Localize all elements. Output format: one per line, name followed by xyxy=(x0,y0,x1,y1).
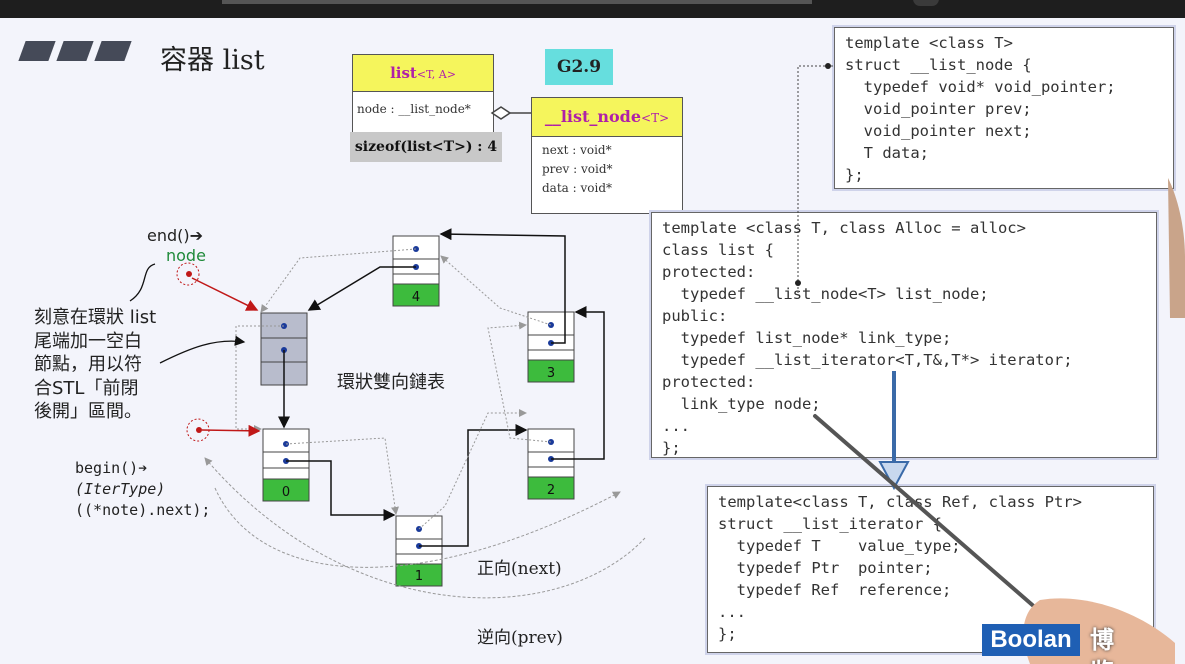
code-connector xyxy=(797,65,834,293)
code-list-node: template <class T> struct __list_node { t… xyxy=(834,27,1174,189)
annotation-line: 刻意在環狀 list xyxy=(34,307,157,328)
annotation-text: 刻意在環狀 list 尾端加一空白 節點，用以符 合STL「前閉 後開」區間。 xyxy=(34,306,156,424)
video-control-knob[interactable] xyxy=(913,0,939,6)
next-pointer xyxy=(286,460,396,521)
code-line: public: xyxy=(662,307,728,325)
uml-list-class: list<T, A> node : __list_node* xyxy=(352,54,494,146)
code-line: }; xyxy=(662,439,681,457)
next-pointer xyxy=(419,424,528,547)
presenter-pointer xyxy=(813,414,1047,618)
code-line: typedef T value_type; xyxy=(718,537,961,555)
code-line: struct __list_iterator { xyxy=(718,515,942,533)
code-line: typedef __list_node<T> list_node; xyxy=(662,285,989,303)
begin-node-pointer xyxy=(201,424,261,437)
node-label: node xyxy=(166,246,206,265)
next-pointer xyxy=(307,266,416,311)
code-line: }; xyxy=(845,166,864,184)
node-number: 3 xyxy=(547,366,555,381)
next-pointer xyxy=(439,228,566,344)
begin-line: begin()➔ xyxy=(75,459,148,477)
forward-label: 正向(next) xyxy=(477,559,562,579)
slide: 容器 list list<T, A> node : __list_node* s… xyxy=(0,18,1185,664)
list-node-0: 0 xyxy=(262,428,310,502)
brand-zh: 博览 xyxy=(1090,626,1114,664)
code-line: template <class T, class Alloc = alloc> xyxy=(662,219,1026,237)
node-number: 2 xyxy=(547,483,555,498)
version-badge: G2.9 xyxy=(545,49,613,85)
next-pointer xyxy=(551,306,605,460)
code-line: protected: xyxy=(662,373,756,391)
uml-node-member: prev : void* xyxy=(542,162,613,176)
prev-pointer xyxy=(487,321,552,443)
node-number: 1 xyxy=(415,569,423,584)
begin-line: ((*note).next); xyxy=(75,501,211,519)
begin-label: begin()➔ (IterType) ((*note).next); xyxy=(75,458,210,521)
code-line: }; xyxy=(718,625,737,643)
code-line: typedef Ptr pointer; xyxy=(718,559,933,577)
annotation-line: 節點，用以符 xyxy=(34,354,142,375)
uml-node-template: <T> xyxy=(641,111,670,125)
code-line: class list { xyxy=(662,241,774,259)
annotation-line: 後開」區間。 xyxy=(34,401,142,422)
annotation-line: 尾端加一空白 xyxy=(34,330,142,352)
video-top-bar xyxy=(0,0,1185,18)
uml-node-class: __list_node<T> next : void* prev : void*… xyxy=(531,97,683,214)
uml-list-name: list xyxy=(390,64,417,82)
prev-pointer xyxy=(260,248,417,313)
code-line: T data; xyxy=(845,144,929,162)
code-line: typedef list_node* link_type; xyxy=(662,329,952,347)
end-label: end()➔ xyxy=(147,226,204,245)
begin-line: (IterType) xyxy=(75,480,166,498)
annotation-pointer xyxy=(159,335,246,364)
backward-label: 逆向(prev) xyxy=(477,628,563,648)
node-number: 4 xyxy=(412,290,420,305)
uml-aggregation-diamond xyxy=(490,106,512,120)
code-list-class: template <class T, class Alloc = alloc> c… xyxy=(651,212,1157,458)
uml-node-member: next : void* xyxy=(542,143,612,157)
list-diagram: 4 3 0 2 xyxy=(129,63,1185,664)
ring-label: 環狀雙向鏈表 xyxy=(337,372,445,393)
prev-pointer xyxy=(285,437,399,515)
code-line: struct __list_node { xyxy=(845,56,1032,74)
code-line: typedef __list_iterator<T,T&,T*> iterato… xyxy=(662,351,1073,369)
code-line: void_pointer next; xyxy=(845,122,1032,140)
code-line: template <class T> xyxy=(845,34,1013,52)
uml-node-name: __list_node xyxy=(544,107,642,126)
end-node-pointer xyxy=(191,277,259,311)
prev-pointer xyxy=(235,325,284,433)
uml-list-template: <T, A> xyxy=(416,68,456,81)
slide-title: 容器 list xyxy=(160,45,265,76)
code-line: link_type node; xyxy=(662,395,821,413)
list-node-2: 2 xyxy=(527,428,575,500)
list-node-1: 1 xyxy=(395,515,443,587)
uml-list-member: node : __list_node* xyxy=(357,102,471,116)
list-node-4: 4 xyxy=(392,235,440,307)
seek-bar[interactable] xyxy=(222,0,812,4)
brand-en: Boolan xyxy=(982,624,1080,656)
sizeof-label: sizeof(list<T>) : 4 xyxy=(350,132,502,162)
code-line: typedef void* void_pointer; xyxy=(845,78,1116,96)
code-line: ... xyxy=(718,603,746,621)
prev-pointer xyxy=(440,255,552,326)
code-line: protected: xyxy=(662,263,756,281)
code-line: ... xyxy=(662,417,690,435)
uml-node-member: data : void* xyxy=(542,181,613,195)
code-line: void_pointer prev; xyxy=(845,100,1032,118)
annotation-line: 合STL「前閉 xyxy=(34,377,139,399)
presenter-edge xyxy=(1168,178,1185,318)
handwritten-stroke xyxy=(129,263,156,302)
prev-pointer xyxy=(418,409,527,530)
list-node-3: 3 xyxy=(527,311,575,383)
code-line: typedef Ref reference; xyxy=(718,581,952,599)
node-number: 0 xyxy=(282,485,290,500)
